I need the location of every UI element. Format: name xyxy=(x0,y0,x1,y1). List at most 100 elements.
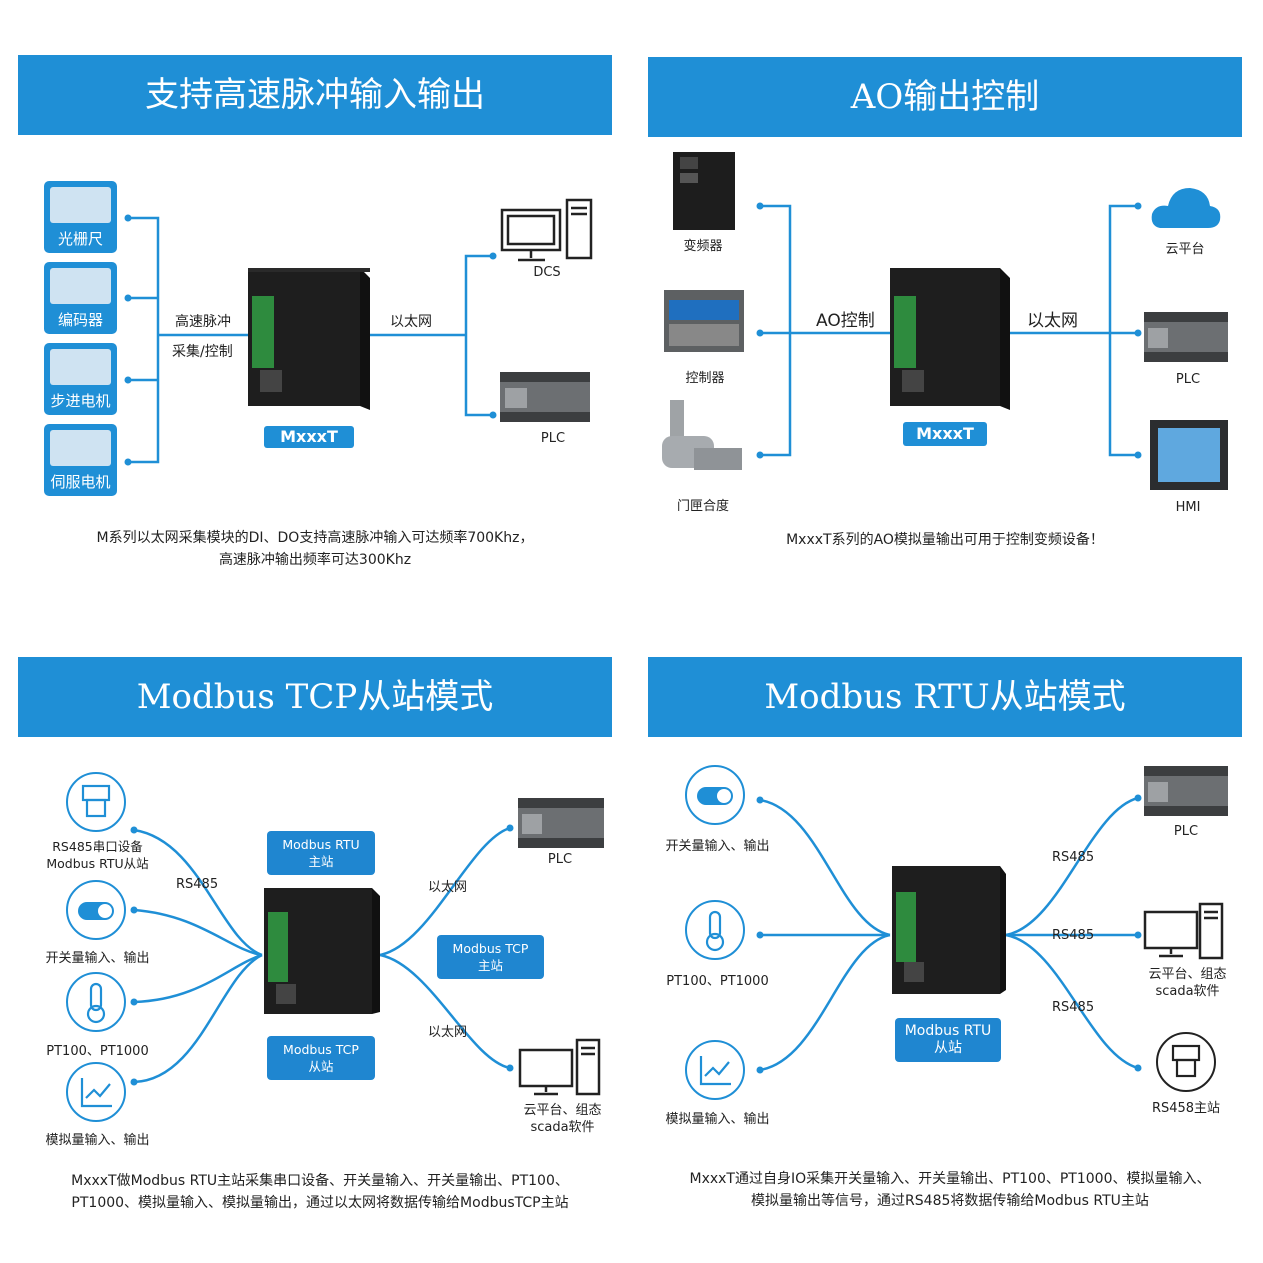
tag-line: Modbus RTU xyxy=(904,1023,992,1039)
input-label: 开关量输入、输出 xyxy=(665,839,770,854)
output-label-line: 云平台、组态 xyxy=(1148,967,1227,982)
grating-ruler-tile: 光栅尺 xyxy=(44,181,117,253)
tag-line: 从站 xyxy=(308,1059,334,1074)
caption-line: PT1000、模拟量输入、模拟量输出，通过以太网将数据传输给ModbusTCP主… xyxy=(71,1195,569,1211)
stepper-motor-icon xyxy=(50,349,111,385)
tag-line: 从站 xyxy=(933,1040,962,1056)
servo-motor-tile: 伺服电机 xyxy=(44,424,117,496)
caption-line: 高速脉冲输出频率可达300Khz xyxy=(218,552,412,568)
input-label: PT100、PT1000 xyxy=(46,1044,149,1059)
output-label-dcs: DCS xyxy=(533,265,561,280)
tag-line: Modbus TCP xyxy=(452,941,529,956)
tag-rtu-master: Modbus RTU 主站 xyxy=(267,831,375,875)
output-label: 云平台、组态 scada软件 xyxy=(510,1102,615,1136)
tag-tcp-slave: Modbus TCP 从站 xyxy=(267,1036,375,1080)
tag-tcp-master: Modbus TCP 主站 xyxy=(437,935,544,979)
analog-chart-icon xyxy=(685,1040,745,1100)
input-label: 步进电机 xyxy=(50,392,111,410)
analog-chart-icon xyxy=(66,1062,126,1122)
link-label: 高速脉冲 xyxy=(175,314,231,330)
link-label: AO控制 xyxy=(816,311,875,331)
panel1-caption: M系列以太网采集模块的DI、DO支持高速脉冲输入可达频率700Khz， 高速脉冲… xyxy=(40,527,590,571)
link-label: RS485 xyxy=(1052,928,1095,943)
serial-port-icon xyxy=(66,772,126,832)
device-label: 控制器 xyxy=(685,371,725,386)
link-label: RS485 xyxy=(1052,1000,1095,1015)
panel3-caption: MxxxT做Modbus RTU主站采集串口设备、开关量输入、开关量输出、PT1… xyxy=(30,1170,610,1214)
thermometer-icon xyxy=(66,972,126,1032)
panel4-title: Modbus RTU从站模式 xyxy=(648,657,1242,737)
link-label: 以太网 xyxy=(428,1025,468,1040)
device-label: 门匣合度 xyxy=(676,499,729,514)
panel4-caption: MxxxT通过自身IO采集开关量输入、开关量输出、PT100、PT1000、模拟… xyxy=(660,1168,1240,1212)
output-label: PLC xyxy=(1175,372,1201,387)
tag-line: Modbus RTU xyxy=(282,837,360,852)
caption-line: MxxxT做Modbus RTU主站采集串口设备、开关量输入、开关量输出、PT1… xyxy=(71,1173,569,1189)
servo-motor-icon xyxy=(50,430,111,466)
caption-line: 模拟量输出等信号，通过RS485将数据传输给Modbus RTU主站 xyxy=(751,1193,1149,1209)
input-label-line: Modbus RTU从站 xyxy=(46,856,149,871)
input-label: 光栅尺 xyxy=(57,230,103,248)
link-label: 以太网 xyxy=(1027,311,1078,331)
tag-line: 主站 xyxy=(477,958,503,973)
output-label: 云平台、组态 scada软件 xyxy=(1135,966,1240,1000)
input-label: PT100、PT1000 xyxy=(666,974,769,989)
output-label: RS458主站 xyxy=(1151,1101,1221,1116)
output-label: HMI xyxy=(1175,500,1201,515)
link-label: RS485 xyxy=(1052,850,1095,865)
caption-line: MxxxT通过自身IO采集开关量输入、开关量输出、PT100、PT1000、模拟… xyxy=(689,1171,1211,1187)
device-tag: MxxxT xyxy=(264,426,354,448)
encoder-tile: 编码器 xyxy=(44,262,117,334)
toggle-icon xyxy=(66,880,126,940)
toggle-icon xyxy=(685,765,745,825)
serial-port-icon xyxy=(1156,1032,1216,1092)
input-label: 编码器 xyxy=(57,311,103,329)
tag-line: Modbus TCP xyxy=(283,1042,359,1057)
input-label: RS485串口设备 Modbus RTU从站 xyxy=(40,838,155,872)
device-tag: MxxxT xyxy=(903,422,987,446)
link-label: 以太网 xyxy=(428,880,468,895)
stepper-motor-tile: 步进电机 xyxy=(44,343,117,415)
output-label-line: 云平台、组态 xyxy=(523,1103,602,1118)
output-label-plc: PLC xyxy=(540,431,566,446)
output-label-line: scada软件 xyxy=(1155,984,1220,999)
link-label: 采集/控制 xyxy=(172,344,233,360)
input-label: 开关量输入、输出 xyxy=(45,951,150,966)
link-label: RS485 xyxy=(176,877,219,892)
panel2-title: AO输出控制 xyxy=(648,57,1242,137)
panel1-title: 支持高速脉冲输入输出 xyxy=(18,55,612,135)
input-label-line: RS485串口设备 xyxy=(52,839,143,854)
output-label: PLC xyxy=(547,852,573,867)
input-label: 模拟量输入、输出 xyxy=(45,1133,150,1148)
device-label: 变频器 xyxy=(683,239,723,254)
output-label: 云平台 xyxy=(1165,242,1205,257)
output-label: PLC xyxy=(1173,824,1199,839)
input-label: 模拟量输入、输出 xyxy=(665,1112,770,1127)
encoder-icon xyxy=(50,268,111,304)
thermometer-icon xyxy=(685,900,745,960)
link-label: 以太网 xyxy=(390,314,432,330)
grating-ruler-icon xyxy=(50,187,111,223)
tag-line: 主站 xyxy=(308,854,334,869)
panel3-title: Modbus TCP从站模式 xyxy=(18,657,612,737)
panel2-caption: MxxxT系列的AO模拟量输出可用于控制变频设备！ xyxy=(786,532,1104,548)
input-label: 伺服电机 xyxy=(50,473,111,491)
caption-line: M系列以太网采集模块的DI、DO支持高速脉冲输入可达频率700Khz， xyxy=(96,530,534,546)
